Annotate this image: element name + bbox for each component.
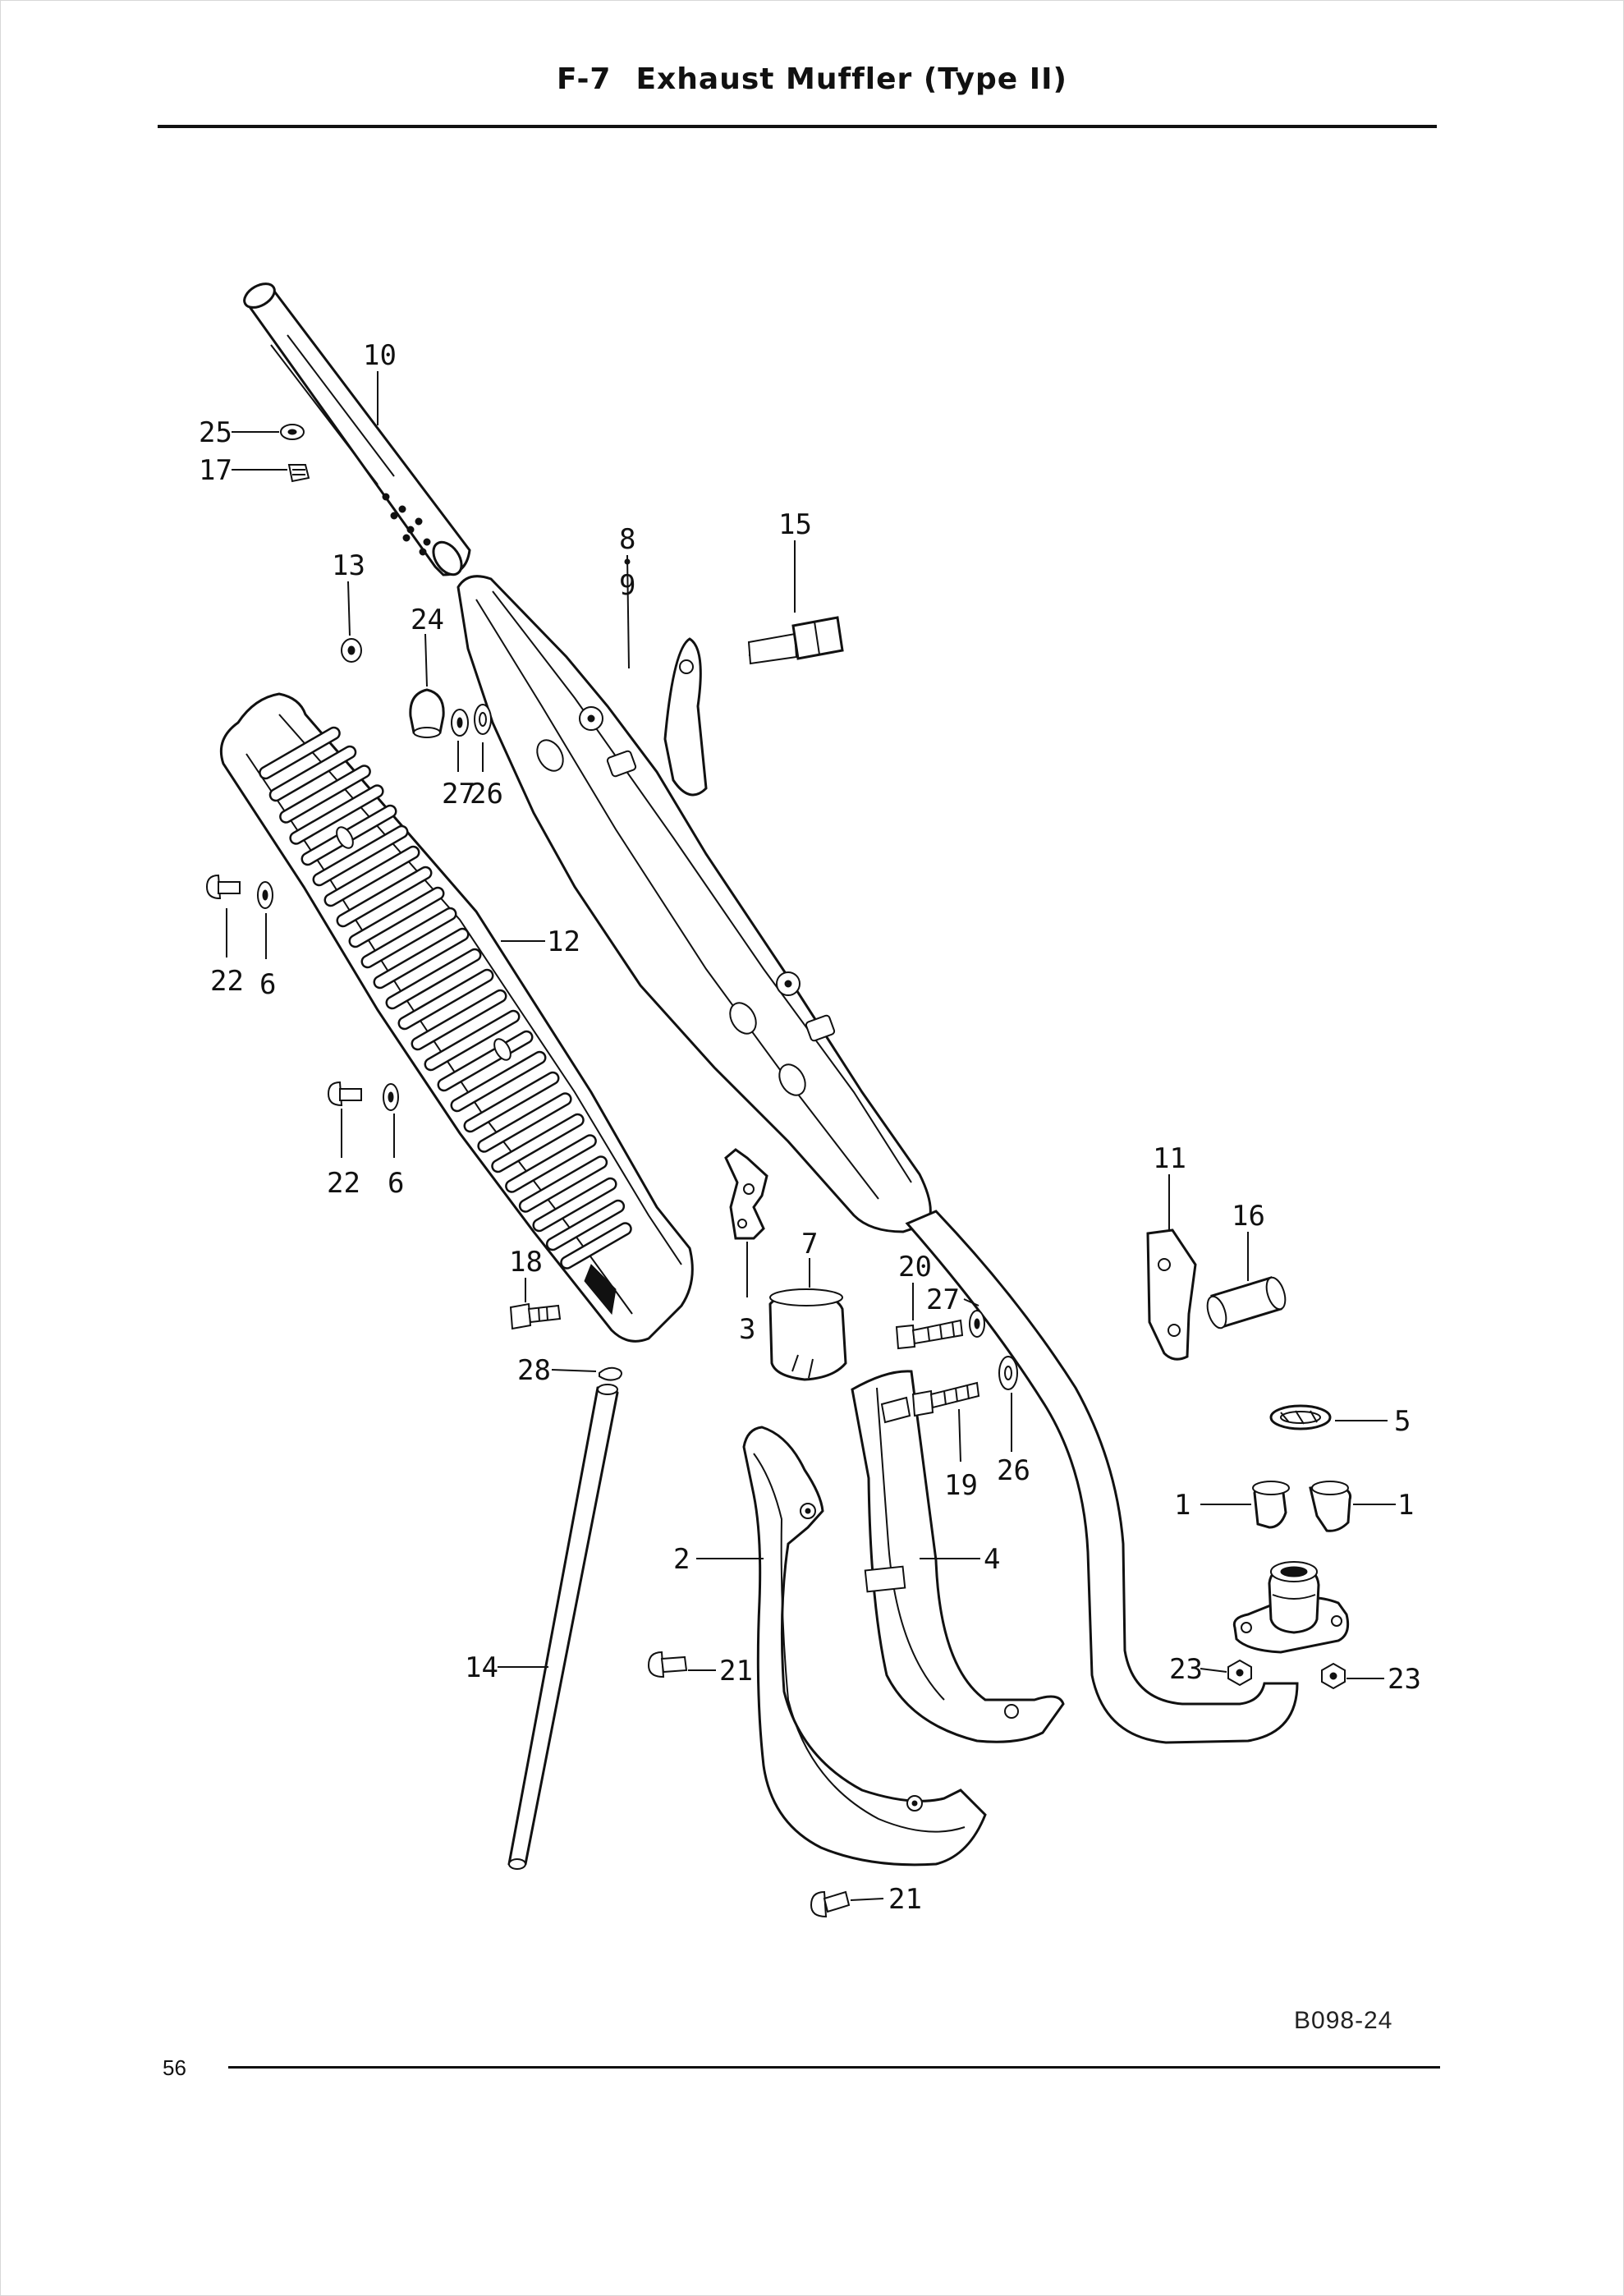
part-6-washer-lower [383,1083,399,1111]
callout-3: 3 [739,1313,755,1346]
callout-18: 18 [509,1246,543,1279]
callout-12: 12 [547,925,580,958]
callout-8-9-dot [624,558,631,565]
heat-shield-slots [259,726,632,1270]
callout-26-upper: 26 [470,778,503,810]
part-1-collar-left [1252,1481,1290,1529]
callout-7: 7 [801,1228,818,1261]
callout-2: 2 [673,1543,690,1576]
callout-10: 10 [363,339,397,372]
part-2-heat-protector [742,1426,987,1867]
part-22-screw-upper [205,874,241,900]
callout-23-right: 23 [1388,1663,1421,1696]
part-11-bracket [1146,1228,1197,1361]
part-26-washer-lower [998,1356,1018,1390]
part-7-bushing [768,1288,847,1381]
callout-27-upper: 27 [442,778,475,810]
header-rule [158,125,1437,128]
part-21-screw-lower [810,1890,851,1918]
callout-6-lower: 6 [388,1167,404,1200]
callout-13: 13 [332,549,365,582]
part-28-clip [599,1366,622,1381]
part-20-bolt [895,1319,964,1350]
part-8-9-muffler-body [456,575,1299,1744]
part-26-washer [474,704,492,735]
callout-28: 28 [517,1354,551,1387]
callout-20: 20 [898,1251,932,1283]
callout-21-lower: 21 [888,1883,922,1916]
part-25-washer [280,424,305,440]
callout-11: 11 [1153,1142,1186,1175]
callout-5: 5 [1394,1405,1411,1438]
callout-22-lower: 22 [327,1167,360,1200]
page-number: 56 [163,2055,186,2080]
callout-25: 25 [199,416,232,449]
part-3-bracket [724,1148,768,1240]
exhaust-flange [1232,1561,1350,1654]
callout-22-upper: 22 [210,965,244,998]
leader-lines [226,371,1396,1901]
callout-9: 9 [619,569,635,602]
figure-code: B098-24 [1294,2007,1393,2034]
callout-24: 24 [411,604,444,636]
part-21-screw-upper [647,1651,688,1678]
part-23-nut-right [1321,1662,1346,1690]
callout-numbers: 10 25 17 13 8 9 15 24 27 26 22 6 12 22 6… [199,339,1421,1916]
part-10-tail-baffle [243,282,471,576]
callout-6-upper: 6 [259,968,276,1001]
part-23-nut-left [1227,1659,1252,1687]
page-title: F-7 Exhaust Muffler (Type II) [0,62,1624,96]
footer-rule [228,2066,1440,2069]
part-5-gasket [1269,1404,1332,1430]
part-15-stud [747,616,844,665]
part-18-bolt [509,1302,562,1330]
callout-1-right: 1 [1397,1489,1414,1522]
part-17-bolt [287,464,310,483]
callout-4: 4 [984,1543,1000,1576]
part-19-bolt [911,1381,980,1417]
part-13-nut [341,638,362,663]
callout-8: 8 [619,523,635,556]
part-27-lock-washer-lower [969,1310,985,1338]
part-24-cap-nut [409,688,445,738]
section-code: F-7 [556,62,612,96]
part-27-lock-washer [451,709,469,737]
callout-16: 16 [1232,1200,1265,1233]
callout-19: 19 [944,1469,978,1502]
callout-21-upper: 21 [719,1655,753,1688]
part-1-collar-right [1309,1481,1352,1532]
part-16-collar [1206,1276,1287,1329]
part-6-washer-upper [257,881,273,909]
section-title: Exhaust Muffler (Type II) [635,62,1067,96]
callout-1-left: 1 [1174,1489,1190,1522]
part-14-drain-tube [507,1384,619,1870]
callout-26-lower: 26 [997,1454,1030,1487]
callout-23-left: 23 [1169,1653,1203,1686]
part-12-heat-shield [219,692,694,1343]
callout-14: 14 [465,1651,498,1684]
callout-15: 15 [778,508,812,541]
part-22-screw-lower [327,1081,362,1107]
callout-27-lower: 27 [926,1283,960,1316]
part-4-pipe-protector [851,1370,1065,1743]
callout-17: 17 [199,454,232,487]
